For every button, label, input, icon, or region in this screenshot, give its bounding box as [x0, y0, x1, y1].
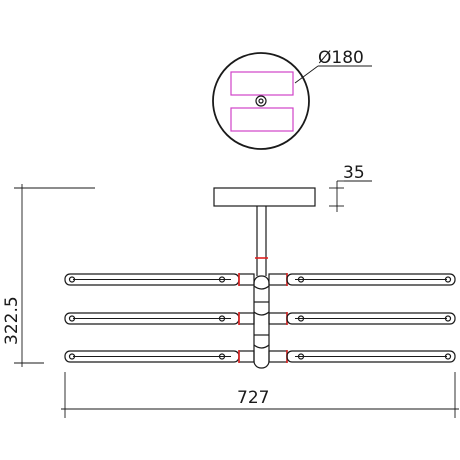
bar-right-end-cap [444, 353, 452, 360]
total-width-label: 727 [237, 388, 269, 408]
bar-left-inner-cap [218, 276, 226, 283]
joint-curve-1 [253, 285, 270, 290]
center-hole-inner [258, 98, 264, 104]
joint-body [253, 275, 270, 369]
mounting-plate-lower [230, 107, 294, 132]
connector-right [268, 273, 288, 286]
bar-right-inner-cap [297, 276, 305, 283]
bar-right-inner-cap [297, 315, 305, 322]
connector-left [238, 312, 255, 325]
diameter-leader [294, 65, 319, 84]
connector-left [238, 350, 255, 363]
bar-row-1 [64, 273, 456, 286]
bar-right [286, 273, 456, 286]
bar-right [286, 350, 456, 363]
total-height-dimension: 322.5 [2, 184, 95, 367]
canopy-height-dimension: 35 [329, 163, 372, 212]
total-height-label: 322.5 [2, 296, 22, 345]
canopy-top-view [212, 52, 310, 150]
canopy-outline [212, 52, 310, 150]
bar-right-end-cap [444, 276, 452, 283]
connector-right [268, 350, 288, 363]
bar-right-end-cap [444, 315, 452, 322]
total-width-dimension: 727 [61, 372, 459, 418]
canopy-height-label: 35 [343, 163, 365, 183]
bar-left-end-cap [68, 276, 76, 283]
bar-left-inner-cap [218, 315, 226, 322]
diameter-label: Ø180 [318, 48, 364, 68]
bar-row-3 [64, 350, 456, 363]
joint-curve-2 [253, 311, 270, 316]
canopy-side-view [213, 187, 316, 207]
connector-right [268, 312, 288, 325]
center-hole-outer [255, 95, 267, 107]
mounting-plate-upper [230, 71, 294, 96]
canopy-body [213, 187, 316, 207]
bar-right [286, 312, 456, 325]
diameter-dimension: Ø180 [294, 48, 372, 84]
bar-left-end-cap [68, 353, 76, 360]
joint-stack [253, 275, 270, 369]
bar-right-inner-cap [297, 353, 305, 360]
bar-left-end-cap [68, 315, 76, 322]
bar-row-2 [64, 312, 456, 325]
joint-curve-3 [253, 344, 270, 349]
connector-left [238, 273, 255, 286]
stem [255, 206, 268, 276]
bar-left-inner-cap [218, 353, 226, 360]
